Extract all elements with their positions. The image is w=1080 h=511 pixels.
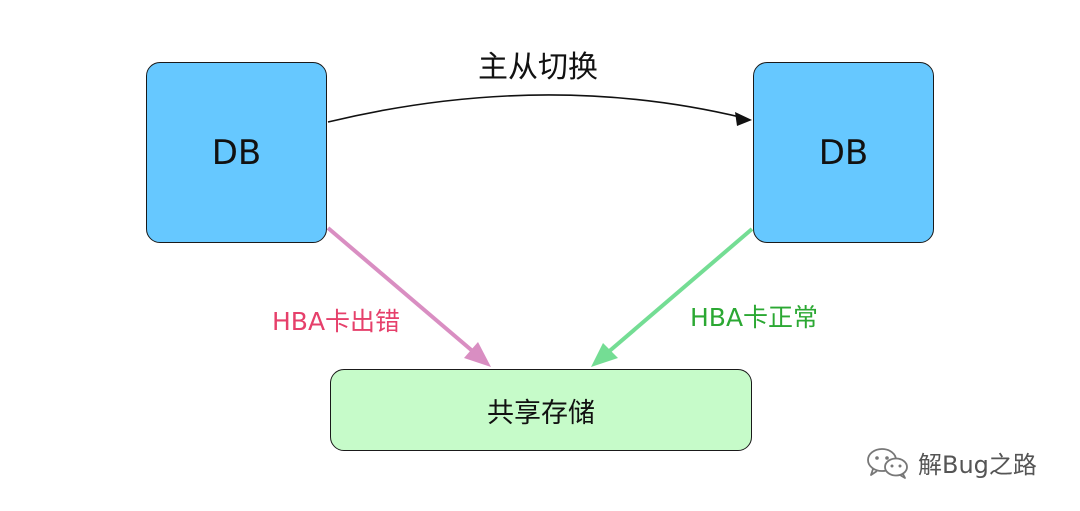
shared-storage-node: 共享存储 [330,369,752,451]
db-node-right: DB [753,62,934,243]
shared-storage-label: 共享存储 [487,397,595,429]
error-arrow [326,226,478,356]
error-arrowhead [464,342,491,367]
watermark-text: 解Bug之路 [918,451,1037,479]
db-right-label: DB [818,132,869,173]
hba-normal-label: HBA卡正常 [690,303,819,332]
wechat-icon [867,447,908,479]
switch-arrow [327,94,745,123]
watermark: 解Bug之路 [866,445,1037,480]
switch-arrowhead [735,112,752,126]
normal-arrow [604,227,754,356]
normal-arrowhead [591,343,618,367]
switch-label: 主从切换 [478,50,598,85]
db-left-label: DB [211,132,262,173]
db-node-left: DB [146,62,327,243]
hba-error-label: HBA卡出错 [272,307,401,336]
